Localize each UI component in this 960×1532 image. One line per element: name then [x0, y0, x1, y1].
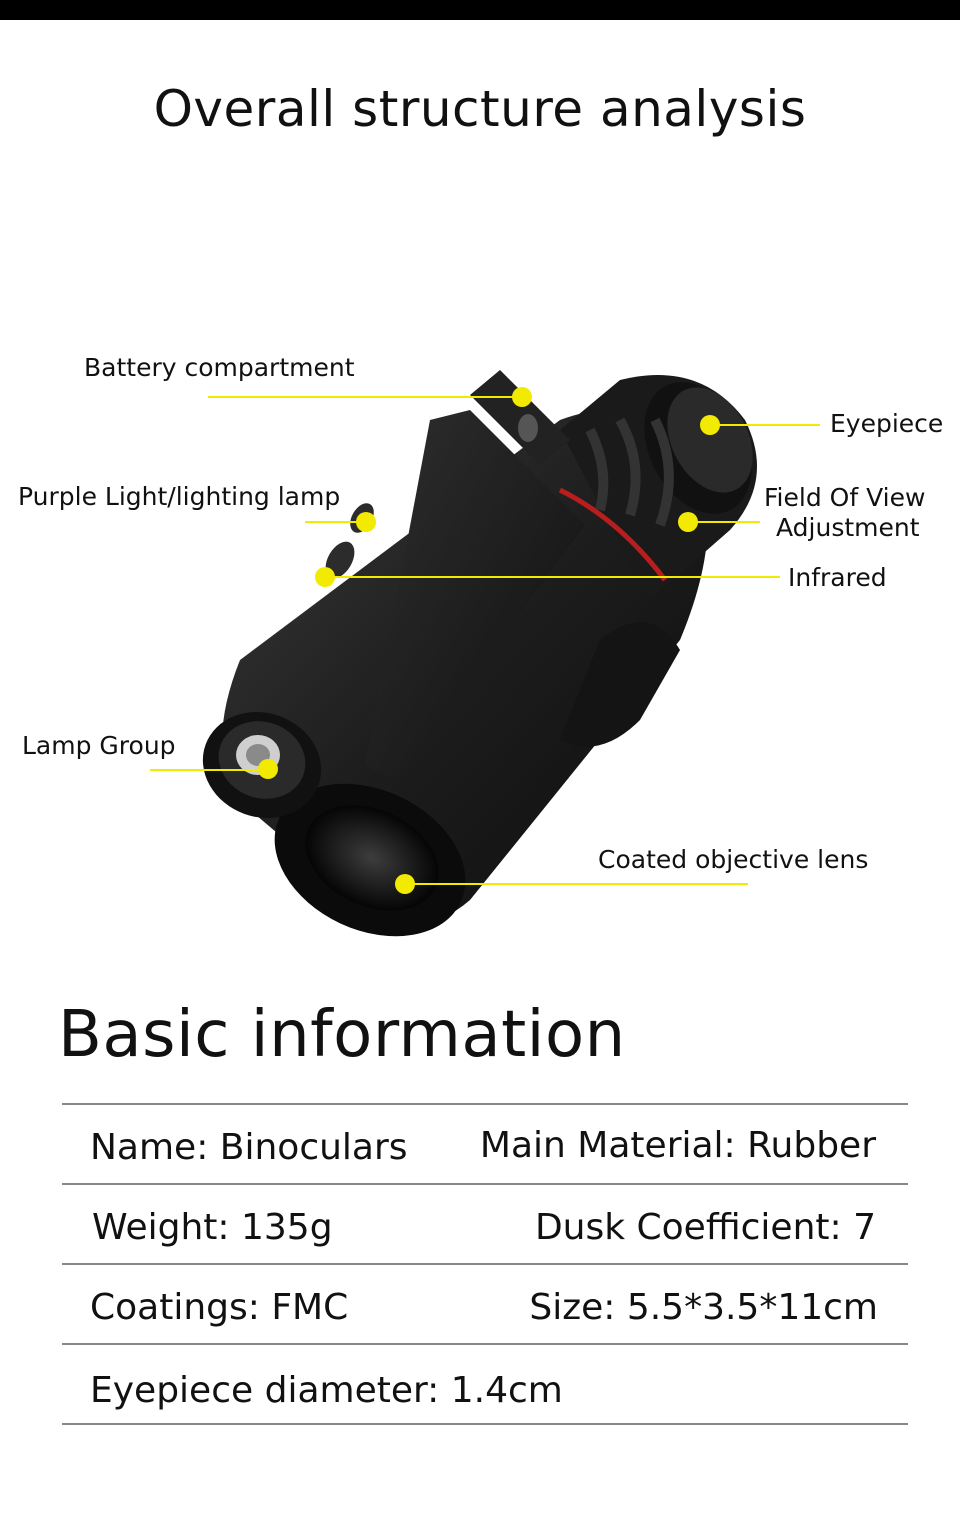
lamp-group-marker	[258, 759, 278, 779]
table-divider	[62, 1343, 908, 1345]
objective-marker	[395, 874, 415, 894]
spec-name: Name: Binoculars	[90, 1127, 408, 1168]
callout-lamp-group: Lamp Group	[22, 731, 176, 760]
callout-objective: Coated objective lens	[598, 845, 869, 874]
eyepiece-marker	[700, 415, 720, 435]
callout-infrared: Infrared	[788, 563, 887, 592]
spec-coatings: Coatings: FMC	[90, 1287, 349, 1328]
infrared-marker	[315, 567, 335, 587]
top-bar	[0, 0, 960, 20]
callout-fov-line1: Field Of View	[764, 483, 926, 512]
callout-purple-light: Purple Light/lighting lamp	[18, 482, 341, 511]
leader-lines	[150, 396, 820, 885]
callout-eyepiece: Eyepiece	[830, 409, 944, 438]
monocular-illustration	[150, 370, 820, 937]
table-divider	[62, 1263, 908, 1265]
callout-fov-line2: Adjustment	[776, 513, 920, 542]
table-divider	[62, 1183, 908, 1185]
callout-battery: Battery compartment	[84, 353, 355, 382]
table-divider	[62, 1423, 908, 1425]
callout-markers	[258, 387, 720, 894]
info-title: Basic information	[58, 998, 626, 1072]
fov-marker	[678, 512, 698, 532]
purple-light-marker	[356, 512, 376, 532]
spec-material: Main Material: Rubber	[479, 1125, 876, 1166]
battery-marker	[512, 387, 532, 407]
table-divider	[62, 1103, 908, 1105]
spec-weight: Weight: 135g	[92, 1207, 333, 1248]
spec-dusk-coefficient: Dusk Coefficient: 7	[534, 1207, 876, 1248]
page-title: Overall structure analysis	[153, 80, 807, 138]
spec-eyepiece-diameter: Eyepiece diameter: 1.4cm	[90, 1370, 563, 1411]
spec-size: Size: 5.5*3.5*11cm	[529, 1287, 878, 1328]
accent-ring	[558, 487, 667, 582]
